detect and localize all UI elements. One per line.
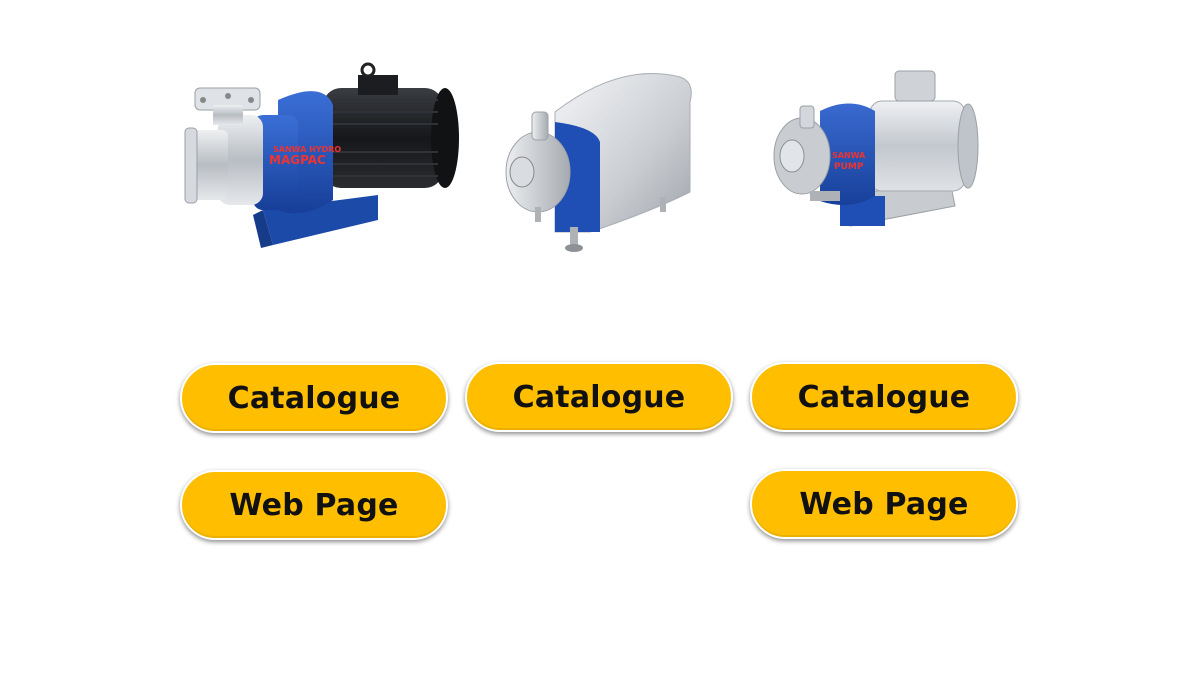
catalogue-button-compact[interactable]: Catalogue bbox=[750, 362, 1018, 432]
pump-brand-small: SANWA HYDRO bbox=[273, 145, 341, 154]
product-image-compact-pump: SANWA PUMP bbox=[770, 66, 980, 231]
compact-magnetic-pump-icon: SANWA PUMP bbox=[773, 70, 979, 227]
catalogue-button-sanitary[interactable]: Catalogue bbox=[465, 362, 733, 432]
webpage-button-compact[interactable]: Web Page bbox=[750, 469, 1018, 539]
webpage-button-label: Web Page bbox=[229, 487, 399, 523]
webpage-button-magpac[interactable]: Web Page bbox=[180, 470, 448, 540]
sanitary-pump-icon bbox=[505, 73, 692, 252]
catalogue-button-label: Catalogue bbox=[797, 379, 971, 415]
magnetic-drive-pump-icon: SANWA HYDRO MAGPAC bbox=[184, 62, 459, 248]
catalogue-button-label: Catalogue bbox=[512, 379, 686, 415]
pump-brand-small: SANWA bbox=[832, 151, 866, 160]
webpage-button-label: Web Page bbox=[799, 486, 969, 522]
pump-brand-logo: PUMP bbox=[834, 162, 864, 172]
product-image-sanitary-pump bbox=[500, 72, 695, 254]
catalogue-button-label: Catalogue bbox=[227, 380, 401, 416]
catalogue-button-magpac[interactable]: Catalogue bbox=[180, 363, 448, 433]
product-image-magpac-pump: SANWA HYDRO MAGPAC bbox=[183, 60, 463, 255]
pump-brand-logo: MAGPAC bbox=[269, 153, 326, 167]
